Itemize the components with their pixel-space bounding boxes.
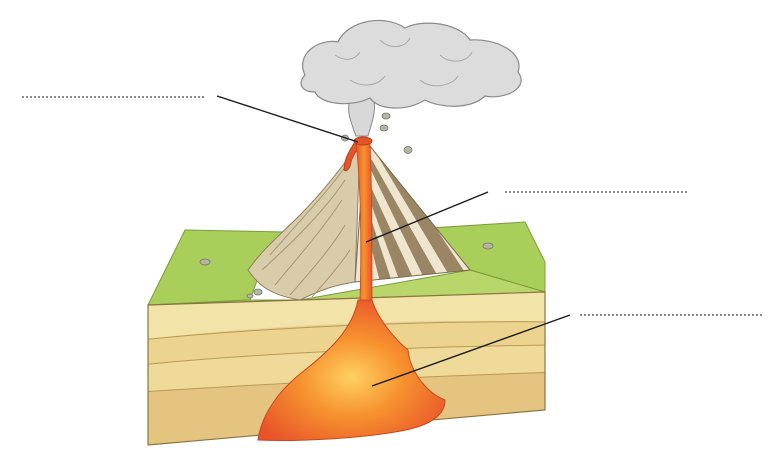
label-crater[interactable] (22, 82, 204, 98)
volcanic-bombs (341, 112, 413, 154)
label-magma-chamber[interactable] (580, 300, 762, 316)
leader-line-crater (216, 95, 359, 143)
ground-surface (147, 221, 546, 306)
ground-block-outline (147, 291, 546, 446)
main-vent (355, 141, 373, 301)
leader-line-magma-chamber (371, 314, 571, 387)
leader-line-vent (365, 191, 489, 243)
magma-chamber-shape (257, 299, 446, 442)
leader-lines (216, 95, 571, 387)
label-vent[interactable] (505, 177, 687, 193)
ash-cloud (300, 19, 522, 137)
